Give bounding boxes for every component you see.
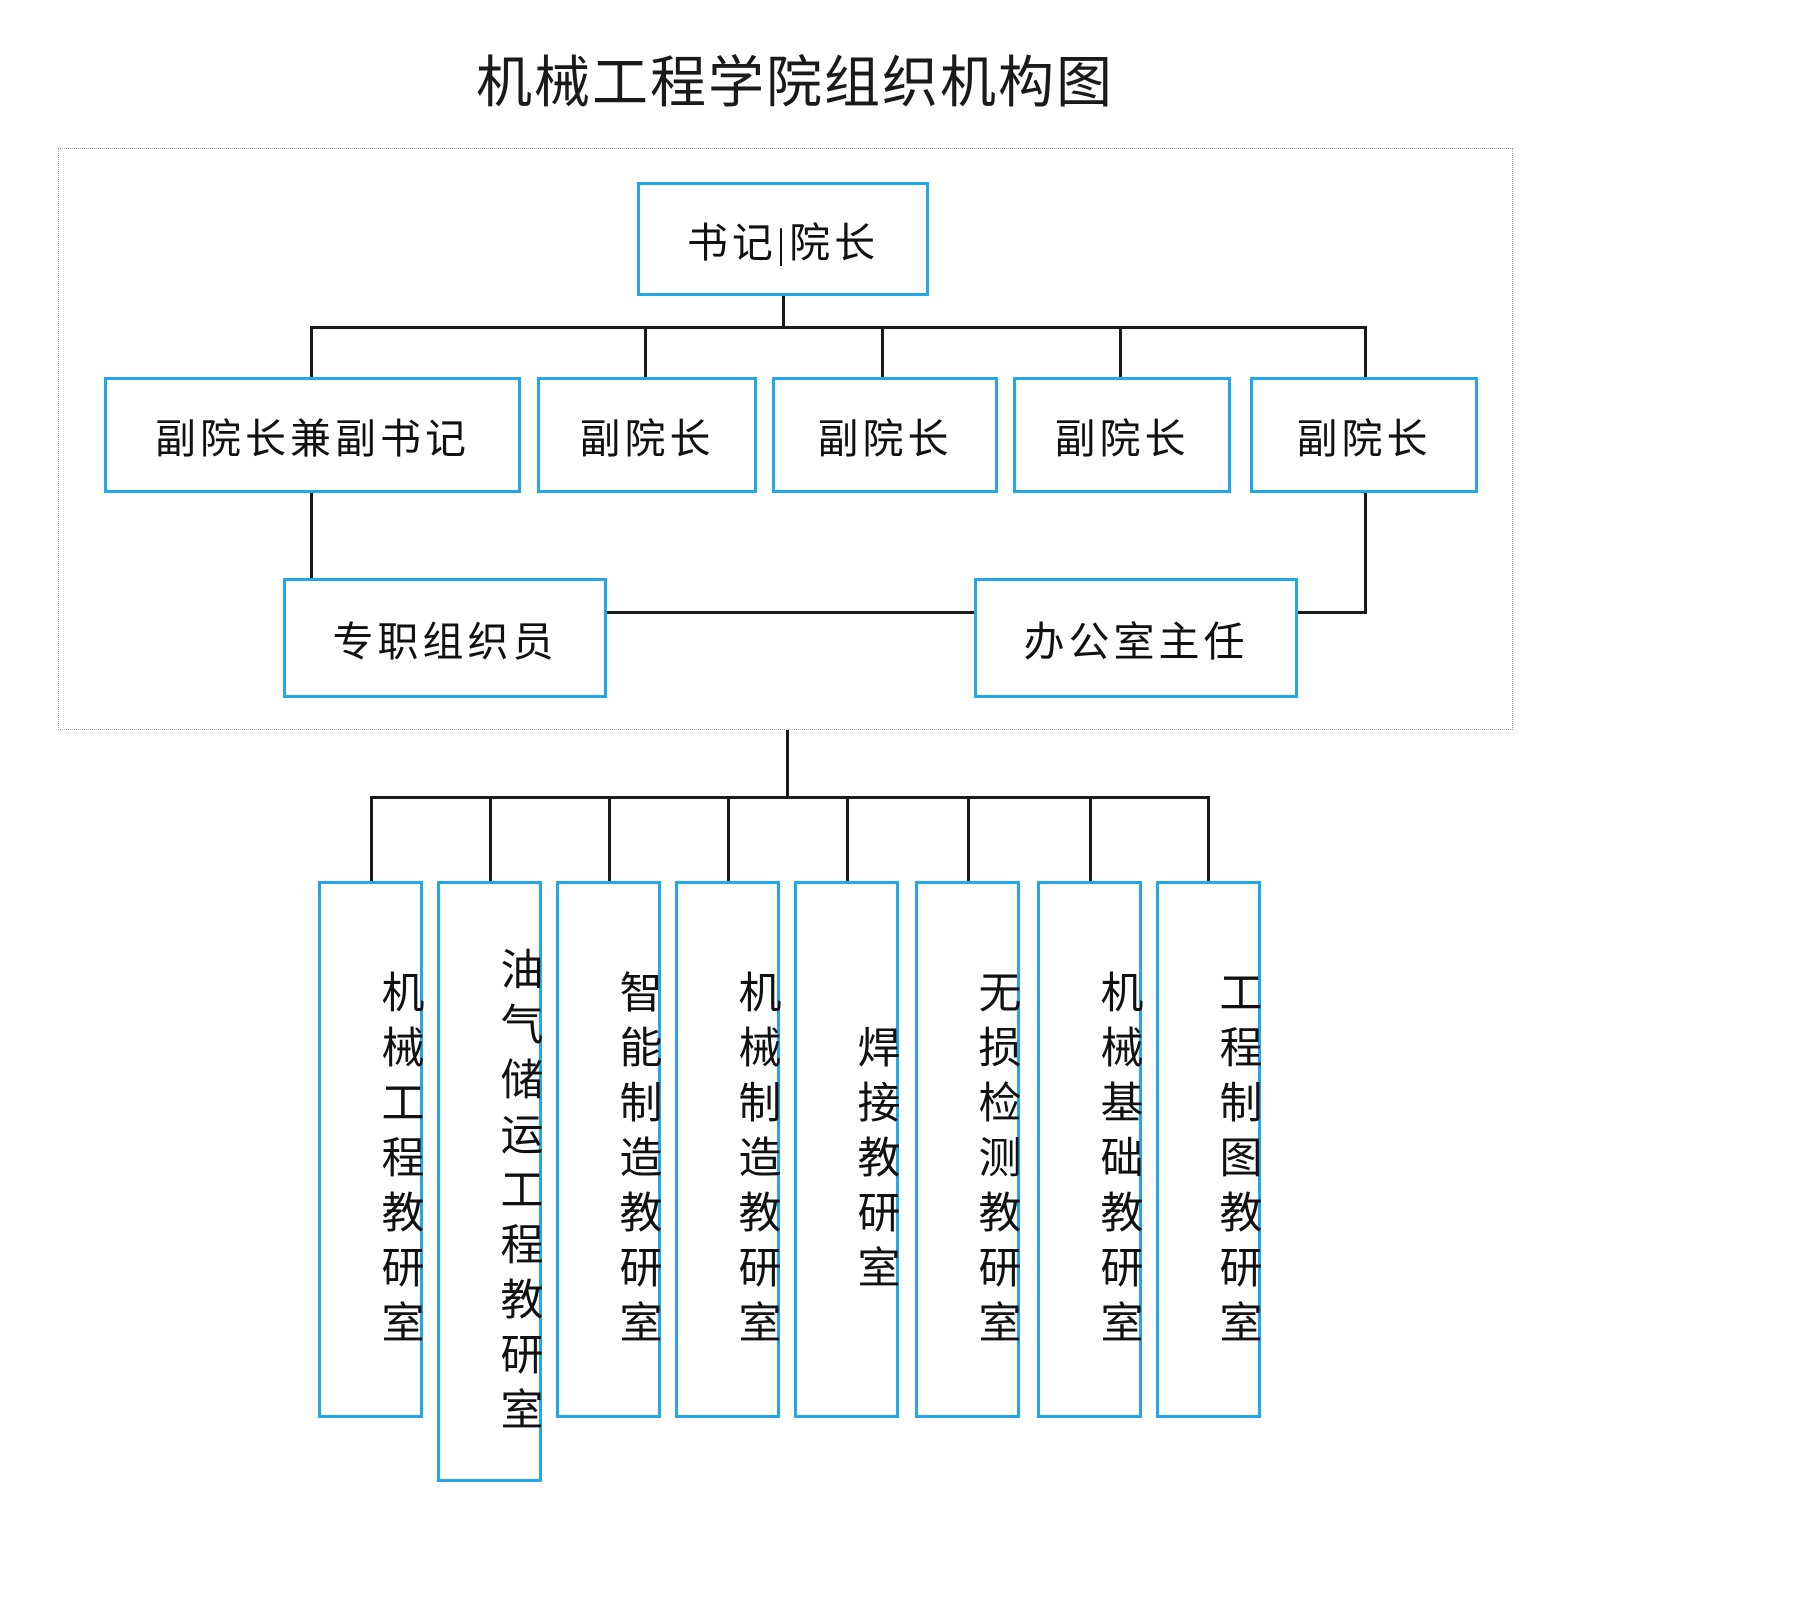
node-department-6-label: 无损检测教研室 [972, 970, 1019, 1355]
node-staff-2-label: 办公室主任 [1023, 619, 1249, 665]
connector-drop-dept-5 [846, 796, 849, 882]
connector-drop-deputy-5 [1364, 326, 1367, 378]
node-staff-2[interactable]: 办公室主任 [974, 578, 1298, 698]
node-deputy-4-label: 副院长 [1054, 416, 1190, 462]
connector-staff-riser-right [1364, 493, 1367, 613]
connector-drop-deputy-3 [881, 326, 884, 378]
leadership-region-outline [58, 148, 1513, 730]
connector-drop-dept-2 [489, 796, 492, 882]
node-head-label: 书记|院长 [686, 220, 880, 266]
node-staff-1-label: 专职组织员 [332, 619, 558, 665]
node-department-2-label: 油气储运工程教研室 [494, 947, 541, 1442]
connector-drop-dept-4 [727, 796, 730, 882]
connector-drop-dept-7 [1089, 796, 1092, 882]
node-department-3[interactable]: 智能制造教研室 [556, 881, 661, 1418]
connector-drop-dept-1 [370, 796, 373, 882]
connector-drop-deputy-2 [644, 326, 647, 378]
node-department-4-label: 机械制造教研室 [732, 970, 779, 1355]
connector-staff-bus [310, 611, 1367, 614]
connector-drop-dept-6 [967, 796, 970, 882]
node-department-7-label: 机械基础教研室 [1094, 970, 1141, 1355]
node-deputy-5[interactable]: 副院长 [1250, 377, 1478, 493]
node-department-1[interactable]: 机械工程教研室 [318, 881, 423, 1418]
node-department-1-label: 机械工程教研室 [375, 970, 422, 1355]
connector-drop-dept-8 [1207, 796, 1210, 882]
node-department-8[interactable]: 工程制图教研室 [1156, 881, 1261, 1418]
node-department-7[interactable]: 机械基础教研室 [1037, 881, 1142, 1418]
connector-deputy-bus [310, 326, 1367, 329]
connector-department-bus [370, 796, 1210, 799]
connector-drop-deputy-1 [310, 326, 313, 378]
node-deputy-5-label: 副院长 [1296, 416, 1432, 462]
node-department-3-label: 智能制造教研室 [613, 970, 660, 1355]
node-deputy-2-label: 副院长 [579, 416, 715, 462]
node-department-5[interactable]: 焊接教研室 [794, 881, 899, 1418]
node-deputy-4[interactable]: 副院长 [1013, 377, 1231, 493]
node-department-5-label: 焊接教研室 [851, 1025, 898, 1300]
node-deputy-1-label: 副院长兼副书记 [155, 416, 470, 462]
node-department-8-label: 工程制图教研室 [1213, 970, 1260, 1355]
node-deputy-1[interactable]: 副院长兼副书记 [104, 377, 521, 493]
node-department-4[interactable]: 机械制造教研室 [675, 881, 780, 1418]
connector-staff-riser-left [310, 493, 313, 613]
connector-head-down [782, 296, 785, 328]
node-deputy-3[interactable]: 副院长 [772, 377, 998, 493]
connector-drop-dept-3 [608, 796, 611, 882]
node-deputy-3-label: 副院长 [817, 416, 953, 462]
node-department-2[interactable]: 油气储运工程教研室 [437, 881, 542, 1482]
connector-departments-riser [786, 730, 789, 798]
node-head[interactable]: 书记|院长 [637, 182, 929, 296]
node-staff-1[interactable]: 专职组织员 [283, 578, 607, 698]
node-deputy-2[interactable]: 副院长 [537, 377, 757, 493]
connector-drop-deputy-4 [1119, 326, 1122, 378]
node-department-6[interactable]: 无损检测教研室 [915, 881, 1020, 1418]
page-title: 机械工程学院组织机构图 [476, 53, 1114, 115]
